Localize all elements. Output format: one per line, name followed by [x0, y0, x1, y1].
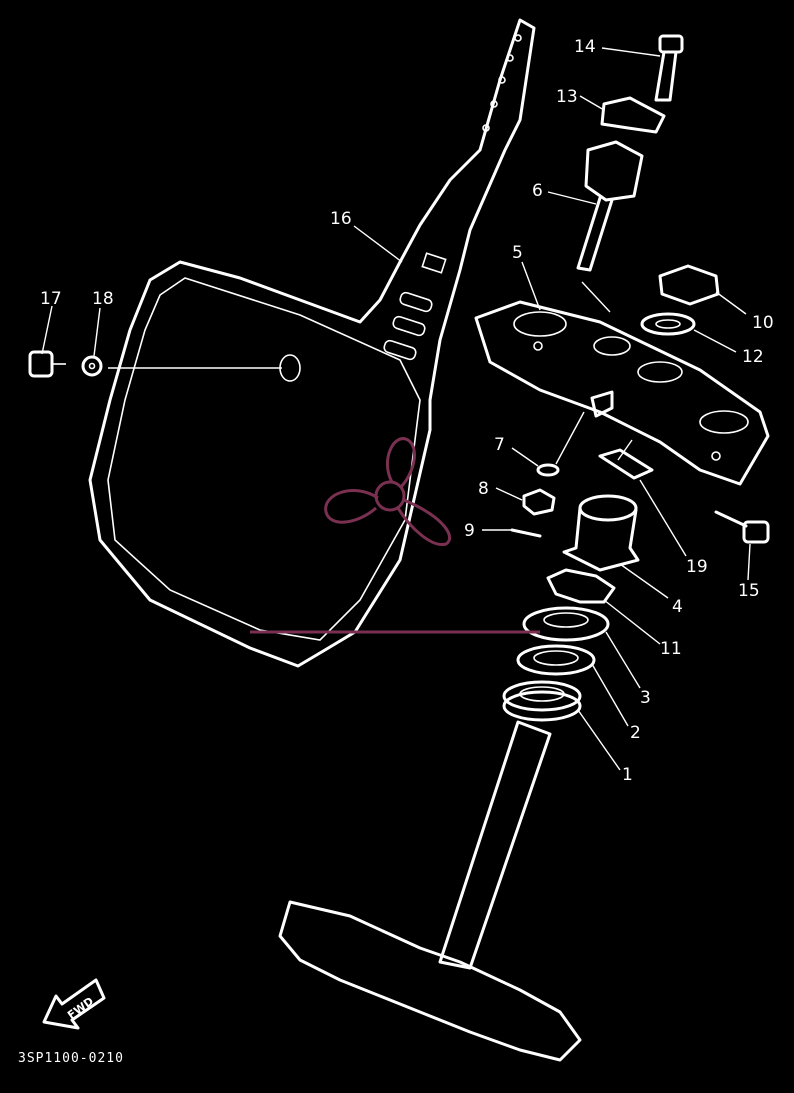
plate-screw — [28, 350, 66, 378]
callout-16: 16 — [330, 209, 352, 229]
callout-7: 7 — [494, 435, 505, 455]
callout-leaders — [41, 47, 751, 771]
dust-seal — [522, 606, 610, 642]
watermark-logo — [250, 437, 540, 634]
cotter-pin — [510, 528, 542, 538]
callout-14: 14 — [574, 37, 596, 57]
callout-4: 4 — [672, 597, 683, 617]
ball-bearing — [516, 644, 596, 676]
callout-19: 19 — [686, 557, 708, 577]
callout-11: 11 — [660, 639, 682, 659]
lock-washer — [546, 568, 616, 604]
callout-1: 1 — [622, 765, 633, 785]
plain-washer — [640, 312, 696, 336]
callout-15: 15 — [738, 581, 760, 601]
callout-6: 6 — [532, 181, 543, 201]
callout-10: 10 — [752, 313, 774, 333]
callout-5: 5 — [512, 243, 523, 263]
upper-bracket — [474, 300, 770, 486]
holder-cap — [600, 96, 666, 134]
callout-8: 8 — [478, 479, 489, 499]
callout-12: 12 — [742, 347, 764, 367]
ring-nut — [562, 494, 640, 572]
cable-guide — [555, 390, 654, 480]
pinch-bolt — [714, 510, 770, 544]
diagram-code: 3SP1100-0210 — [18, 1051, 124, 1066]
bolt-14 — [654, 34, 684, 102]
callout-18: 18 — [92, 289, 114, 309]
callout-17: 17 — [40, 289, 62, 309]
callout-2: 2 — [630, 723, 641, 743]
collar-nut — [522, 488, 556, 516]
small-nut — [536, 463, 560, 477]
handlebar-holder — [576, 140, 644, 272]
steering-nut — [658, 264, 720, 306]
lower-bracket — [278, 720, 582, 1062]
callout-3: 3 — [640, 688, 651, 708]
bearing-race — [502, 680, 582, 722]
number-plate — [88, 18, 536, 668]
callout-13: 13 — [556, 87, 578, 107]
plate-washer — [81, 355, 103, 377]
callout-9: 9 — [464, 521, 475, 541]
fwd-arrow-icon: FWD — [42, 978, 106, 1030]
